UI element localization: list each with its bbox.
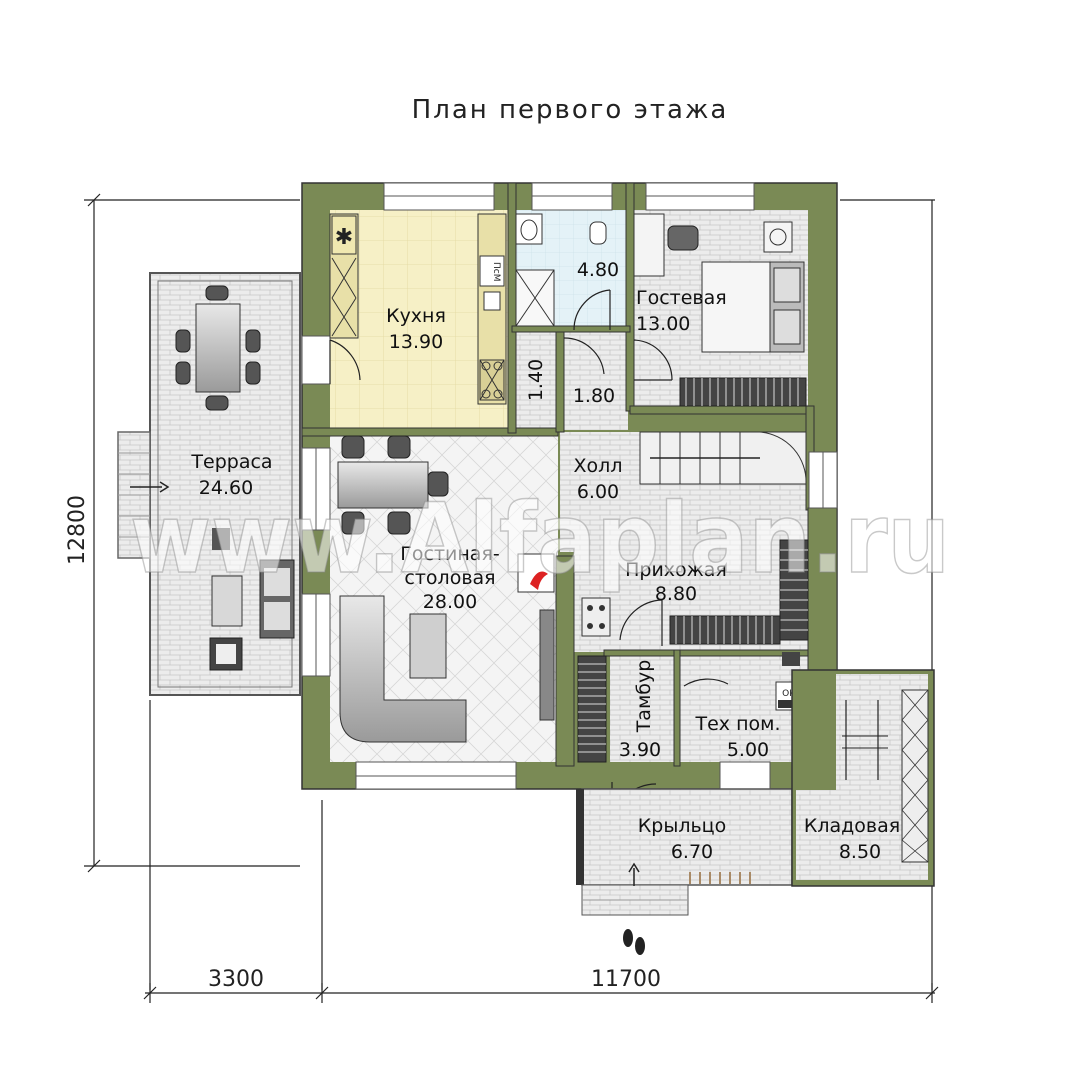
terrace-area: 24.60 — [199, 477, 253, 499]
dishwasher-label: ПсМ — [491, 262, 501, 281]
terrace-name: Терраса — [190, 451, 272, 473]
svg-text:✱: ✱ — [335, 225, 353, 250]
closet1-floor — [514, 332, 558, 430]
footprints-icon — [623, 929, 645, 955]
guest-fixtures — [633, 213, 807, 407]
vestibule-floor — [610, 654, 674, 762]
windows — [301, 182, 838, 790]
terrace: Терраса 24.60 — [117, 272, 301, 696]
guest-name: Гостевая — [636, 287, 727, 309]
bath-area: 4.80 — [577, 259, 619, 281]
hall-name: Холл — [574, 455, 623, 477]
storage — [791, 669, 935, 887]
bathroom-fixtures — [515, 213, 607, 327]
entry-area: 8.80 — [655, 583, 697, 605]
kitchen-name: Кухня — [386, 305, 446, 327]
plan-title: План первого этажа — [412, 95, 729, 125]
storage-area: 8.50 — [839, 841, 881, 863]
closet2-area: 1.80 — [573, 385, 615, 407]
watermark: www.Alfaplan.ru — [130, 483, 950, 595]
porch — [576, 788, 793, 916]
kitchen-fixtures: ✱ ПсМ — [329, 213, 507, 405]
living-furniture — [337, 435, 555, 743]
storage-name: Кладовая — [804, 815, 900, 837]
entry-fixtures — [577, 597, 611, 763]
guest-area: 13.00 — [636, 313, 690, 335]
entry-name: Прихожая — [625, 559, 727, 581]
height-dimension: 12800 — [65, 495, 90, 565]
living-name-1: Гостиная- — [400, 543, 499, 565]
left-width-dimension: 3300 — [208, 967, 264, 992]
vestibule-area: 3.90 — [619, 739, 661, 761]
tech-area: 5.00 — [727, 739, 769, 761]
kitchen-area: 13.90 — [389, 331, 443, 353]
living-name-2: столовая — [404, 567, 495, 589]
porch-name: Крыльцо — [638, 815, 726, 837]
vestibule-name: Тамбур — [633, 660, 655, 734]
main-width-dimension: 11700 — [591, 967, 661, 992]
tech-name: Тех пом. — [695, 713, 781, 735]
staircase — [639, 431, 809, 645]
living-area: 28.00 — [423, 591, 477, 613]
closet1-area: 1.40 — [525, 359, 547, 401]
hall-area: 6.00 — [577, 481, 619, 503]
closet2-floor — [564, 332, 628, 430]
porch-area: 6.70 — [671, 841, 713, 863]
